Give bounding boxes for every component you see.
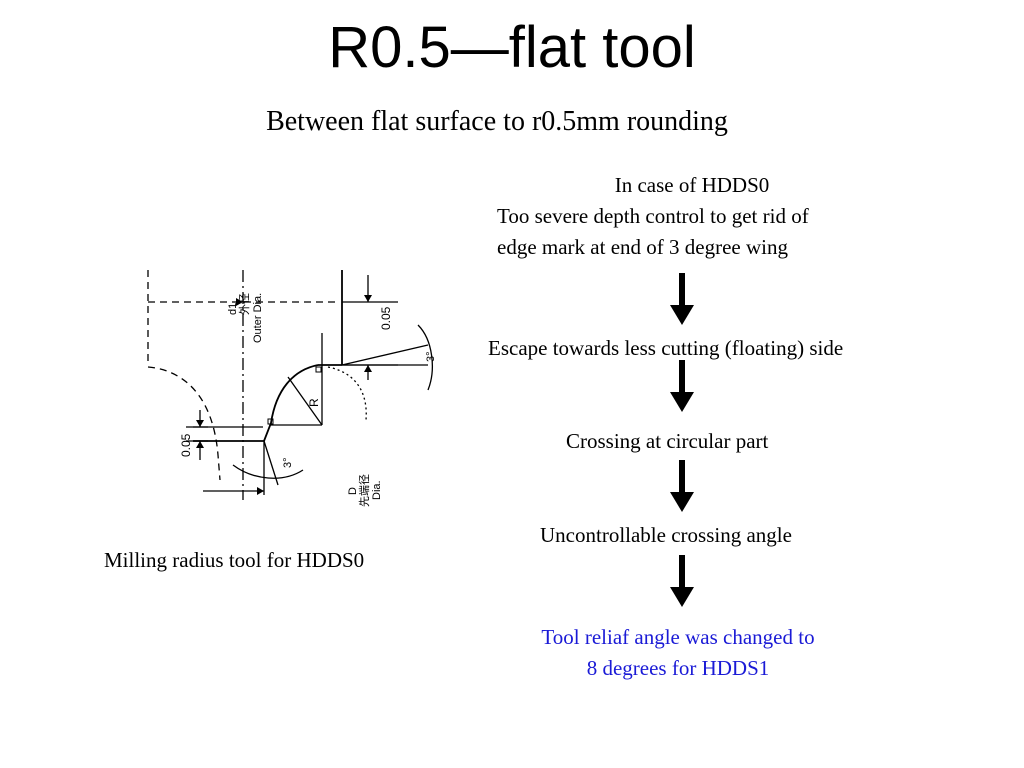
dotted-arc [327, 366, 367, 421]
label-outer-cjk: 外径 [238, 293, 251, 315]
flow-intro-line1: Too severe depth control to get rid of [497, 204, 809, 228]
label-outer-dia: Outer Dia. [252, 293, 264, 343]
angle-line-right [341, 344, 429, 366]
slide-subtitle: Between flat surface to r0.5mm rounding [266, 106, 728, 137]
flow-step-1: Escape towards less cutting (floating) s… [488, 336, 844, 360]
flow-intro-title: In case of HDDS0 [614, 173, 770, 197]
label-angle-bottom: 3° [282, 457, 294, 468]
angle-arc-bottom [232, 464, 304, 479]
radius-line [287, 376, 323, 426]
down-arrow-icon [670, 555, 694, 607]
label-angle-right: 3° [425, 351, 437, 362]
flow-intro-line2: edge mark at end of 3 degree wing [497, 235, 788, 259]
flow-conclusion-line1: Tool reliaf angle was changed to [541, 625, 815, 649]
label-left-gap: 0.05 [179, 433, 193, 457]
down-arrow-icon [670, 360, 694, 412]
flow-conclusion-line2: 8 degrees for HDDS1 [586, 656, 770, 680]
slide-title: R0.5—flat tool [328, 15, 696, 80]
dashed-outer-curve [147, 366, 221, 481]
angle-arc-right [417, 324, 433, 391]
label-radius: R [307, 398, 321, 407]
down-arrow-icon [670, 273, 694, 325]
tool-radius-arc [263, 364, 319, 442]
label-tip-cjk: 先端径 [358, 474, 371, 507]
label-d1: d1 [227, 303, 239, 315]
tool-drawing: d1 外径 Outer Dia. 0.05 0.05 3° 3° R D 先端径… [147, 270, 437, 507]
down-arrow-icon [670, 460, 694, 512]
figure-caption: Milling radius tool for HDDS0 [104, 548, 365, 572]
flow-step-3: Uncontrollable crossing angle [540, 523, 792, 547]
label-top-gap: 0.05 [379, 306, 393, 330]
flow-step-2: Crossing at circular part [566, 429, 769, 453]
label-tip-dia: Dia. [371, 480, 383, 500]
label-tip-d: D [347, 487, 359, 495]
